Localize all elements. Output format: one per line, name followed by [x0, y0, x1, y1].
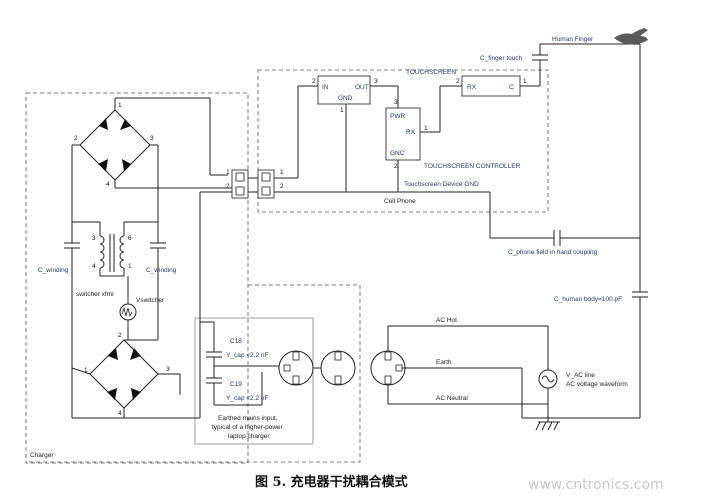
- note-line-3: laptop charger: [228, 433, 270, 440]
- pin-conn-r-1: 1: [280, 169, 284, 176]
- charger-boundary: [25, 92, 249, 464]
- pin-ts-1: 1: [523, 78, 527, 85]
- bridge-rectifier-bottom: [71, 339, 200, 419]
- note-line-1: Earthed mains input,: [218, 415, 278, 422]
- label-y-cap-2: Y_cap <2.2 nF: [226, 395, 268, 402]
- label-earth: Earth: [436, 359, 452, 366]
- label-c18: C18: [230, 338, 242, 345]
- label-out: OUT: [355, 84, 369, 91]
- phone-wiring: [274, 60, 640, 239]
- vswitcher-source: [119, 276, 137, 340]
- label-ac-waveform: AC voltage waveform: [566, 381, 628, 388]
- label-touchscreen-controller: TOUCHSCREEN CONTROLLER: [424, 163, 521, 170]
- pin-reg-2: 2: [312, 78, 316, 85]
- pin-b2-3: 3: [166, 366, 170, 373]
- label-human-finger: Human Finger: [552, 36, 594, 43]
- earthed-note-box: [194, 317, 314, 445]
- pin-ctrl-2: 2: [394, 163, 398, 170]
- pin-xfmr-6: 6: [128, 235, 132, 242]
- ac-source: [538, 369, 558, 389]
- pin-ts-2: 2: [456, 78, 460, 85]
- label-vswitcher: Vswitcher: [136, 297, 165, 304]
- winding-capacitors: [64, 232, 166, 368]
- pin-b1-4: 4: [106, 181, 110, 188]
- pin-reg-3: 3: [374, 78, 378, 85]
- pin-b2-1: 1: [84, 367, 88, 374]
- label-ac-neutral: AC Neutral: [436, 395, 468, 402]
- label-c-phone-field: C_phone field in hand coupling: [508, 249, 598, 256]
- label-device-gnd: Touchscreen Device GND: [404, 181, 479, 188]
- label-ctrl-rx: RX: [406, 129, 416, 136]
- pin-b1-2: 2: [74, 135, 78, 142]
- c-phone-field-cap: [553, 230, 561, 246]
- label-gnc: GNC: [390, 150, 405, 157]
- cell-phone-boundary: [257, 69, 549, 213]
- pin-reg-1: 1: [340, 107, 344, 114]
- watermark: www.cntronics.com: [528, 477, 664, 493]
- label-ac-hot: AC Hot: [436, 317, 457, 324]
- connector-charger: [231, 169, 249, 199]
- label-touchscreen: TOUCHSCREEN: [406, 69, 456, 76]
- wall-outlet: [370, 350, 406, 386]
- label-ts-rx: RX: [467, 84, 477, 91]
- bridge-rectifier-top: [71, 97, 232, 232]
- touchscreen-controller-block: [385, 107, 421, 161]
- label-in: IN: [322, 84, 329, 91]
- regulator-block: [317, 75, 371, 105]
- connector-phone: [257, 169, 275, 199]
- figure-caption: 图 5. 充电器干扰耦合模式: [255, 474, 408, 490]
- pin-conn-l-1: 1: [226, 169, 230, 176]
- label-c-winding-right: C_winding: [146, 267, 177, 274]
- pin-conn-r-2: 2: [280, 183, 284, 190]
- pin-b1-1: 1: [118, 102, 122, 109]
- charger-plug-outlet: [278, 350, 356, 386]
- pin-b1-3: 3: [150, 135, 154, 142]
- touchscreen-block: [461, 75, 521, 97]
- pin-ctrl-3: 3: [394, 99, 398, 106]
- ac-wiring: [387, 325, 549, 419]
- label-ts-c: C: [509, 84, 514, 91]
- label-pwr: PWR: [390, 113, 405, 120]
- pin-xfmr-1: 1: [128, 263, 132, 270]
- label-c-winding-left: C_winding: [38, 267, 69, 274]
- switcher-transformer: [72, 221, 158, 277]
- hand-icon: [614, 28, 648, 45]
- note-line-2: typical of a higher-power: [212, 424, 284, 431]
- pin-conn-l-2: 2: [226, 183, 230, 190]
- label-c-human-body: C_human body=100 pF: [554, 296, 622, 303]
- label-c19: C19: [230, 381, 242, 388]
- label-c-finger-touch: C_finger touch: [480, 55, 523, 62]
- label-v-ac-line: V_AC line: [566, 372, 595, 379]
- y-capacitors: [200, 321, 294, 406]
- charger-boundary-ext: [26, 284, 361, 463]
- label-charger: Charger: [30, 452, 54, 459]
- pin-xfmr-4: 4: [92, 263, 96, 270]
- label-switcher-xfmr: switcher xfmr: [76, 291, 115, 298]
- pin-b2-2: 2: [118, 332, 122, 339]
- label-gnd: GND: [338, 95, 353, 102]
- label-cell-phone: Cell Phone: [384, 198, 416, 205]
- earth-ground-icon: [535, 418, 560, 431]
- pin-ctrl-1: 1: [424, 125, 428, 132]
- pin-xfmr-3: 3: [92, 235, 96, 242]
- pin-b2-4: 4: [118, 410, 122, 417]
- label-y-cap-1: Y_cap <2.2 nF: [226, 352, 268, 359]
- c-finger-touch-cap: [532, 43, 640, 61]
